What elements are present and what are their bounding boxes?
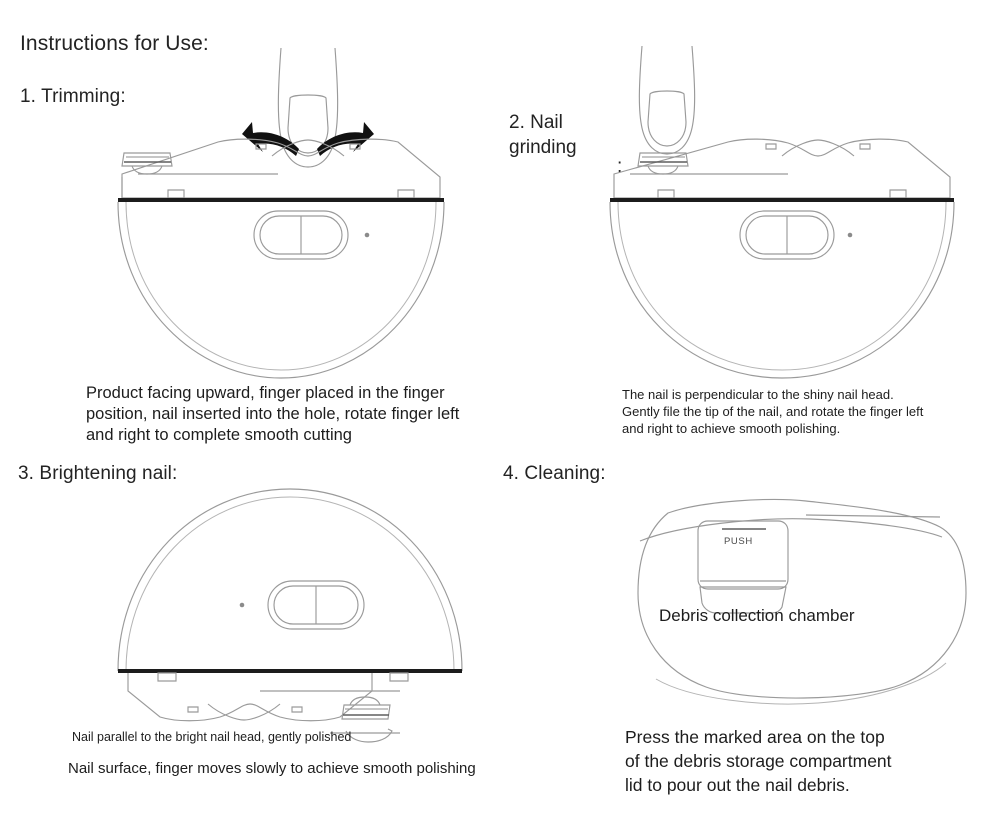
device-body bbox=[609, 138, 955, 379]
push-tab: PUSH bbox=[697, 520, 789, 614]
step-2-title-wrap: 2. Nail grinding : bbox=[509, 74, 709, 214]
finger-illustration bbox=[638, 45, 696, 155]
step-1-caption: Product facing upward, finger placed in … bbox=[86, 384, 460, 444]
debris-chamber-label: Debris collection chamber bbox=[659, 606, 855, 625]
illustration-step-1 bbox=[117, 47, 445, 379]
step-3-caption-line-2: Nail surface, finger moves slowly to ach… bbox=[68, 760, 476, 777]
grinding-head bbox=[121, 152, 173, 175]
power-button bbox=[253, 210, 349, 260]
device-rear-view: PUSH bbox=[637, 498, 967, 705]
device-body-inverted bbox=[117, 488, 463, 743]
power-button bbox=[267, 580, 365, 630]
step-3-title: 3. Brightening nail: bbox=[18, 463, 178, 484]
page-title: Instructions for Use: bbox=[20, 32, 209, 55]
step-2-title: 2. Nail grinding bbox=[509, 112, 577, 158]
push-label: PUSH bbox=[724, 536, 753, 547]
power-button bbox=[739, 210, 835, 260]
illustration-step-4: PUSH bbox=[637, 498, 967, 705]
grinding-head bbox=[637, 152, 689, 175]
led-indicator bbox=[364, 232, 370, 238]
led-indicator bbox=[847, 232, 853, 238]
led-indicator bbox=[239, 602, 245, 608]
polishing-head bbox=[341, 696, 391, 720]
step-1-title: 1. Trimming: bbox=[20, 86, 126, 107]
device-body bbox=[117, 138, 445, 379]
step-2-caption: The nail is perpendicular to the shiny n… bbox=[622, 387, 924, 436]
step-4-caption: Press the marked area on the top of the … bbox=[625, 727, 892, 795]
step-4-title: 4. Cleaning: bbox=[503, 463, 606, 484]
illustration-step-2 bbox=[609, 45, 955, 379]
step-3-caption-line-1: Nail parallel to the bright nail head, g… bbox=[72, 730, 352, 744]
illustration-step-3 bbox=[117, 488, 463, 743]
step-2-colon: : bbox=[617, 156, 623, 177]
